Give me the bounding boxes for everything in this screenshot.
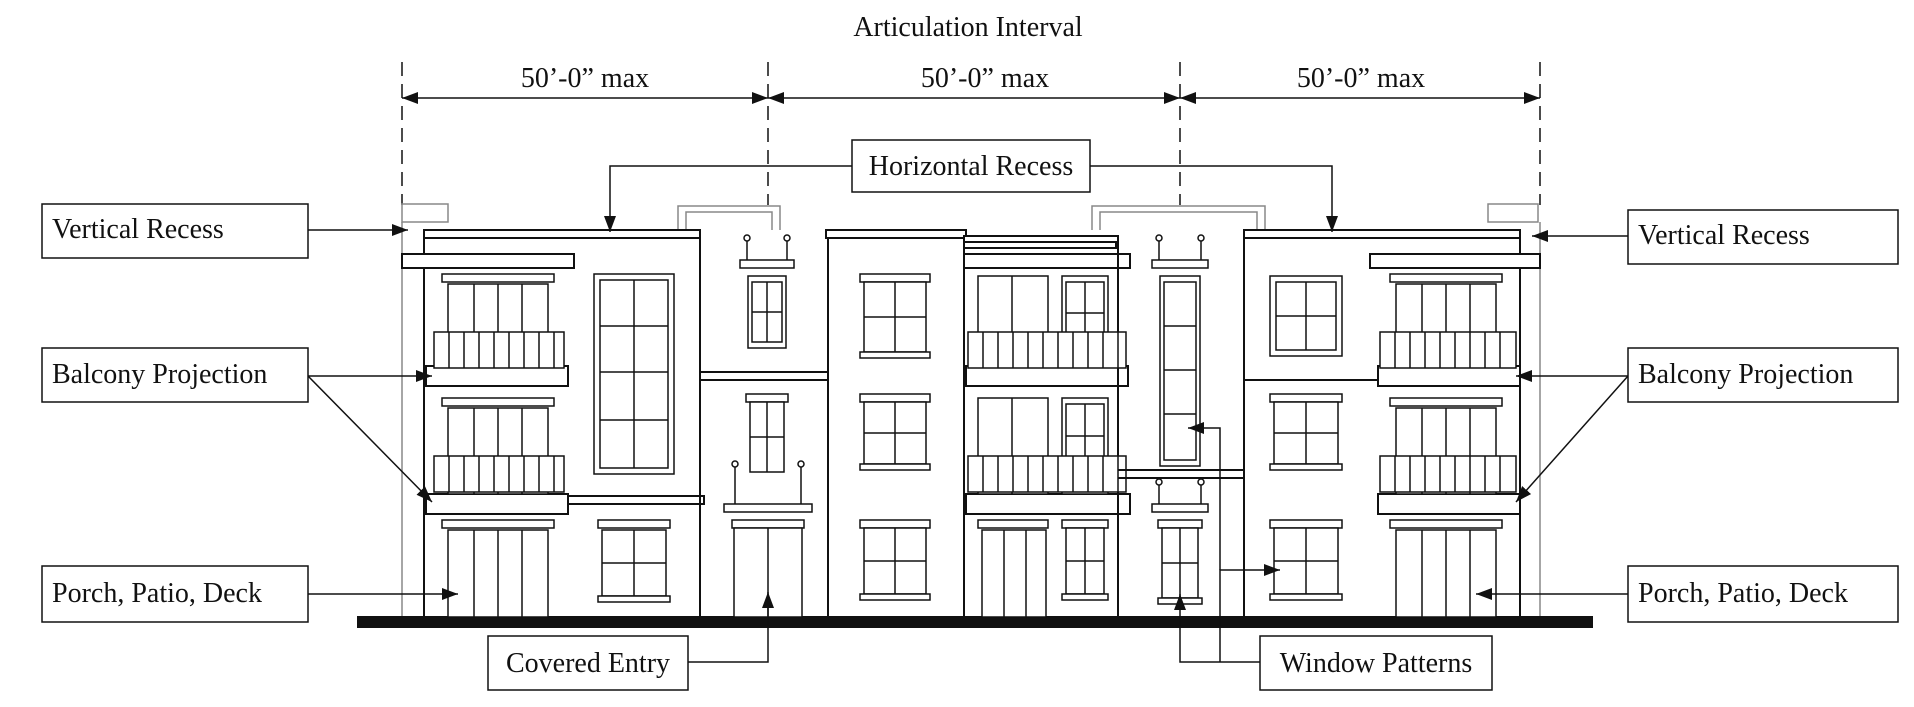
callout-label: Balcony Projection xyxy=(1638,359,1853,390)
callout-horizontal-recess: Horizontal Recess xyxy=(851,139,1091,193)
callout-label: Covered Entry xyxy=(506,648,670,679)
callout-covered-entry: Covered Entry xyxy=(487,635,689,691)
callout-window-patterns: Window Patterns xyxy=(1259,635,1493,691)
dimension-label: 50’-0” max xyxy=(1297,63,1425,94)
callout-porch-right: Porch, Patio, Deck xyxy=(1627,565,1899,623)
ground-line xyxy=(357,616,1593,628)
diagram-title: Articulation Interval xyxy=(853,12,1083,43)
callout-label: Balcony Projection xyxy=(52,359,267,390)
callout-label: Vertical Recess xyxy=(1638,220,1810,251)
callout-porch-left: Porch, Patio, Deck xyxy=(41,565,309,623)
building-elevation xyxy=(357,203,1593,628)
dimension-lines xyxy=(401,62,1541,205)
callout-label: Window Patterns xyxy=(1280,648,1473,679)
callout-vertical-recess-right: Vertical Recess xyxy=(1627,209,1899,265)
callout-vertical-recess-left: Vertical Recess xyxy=(41,203,309,259)
dimension-label: 50’-0” max xyxy=(521,63,649,94)
callout-label: Vertical Recess xyxy=(52,214,224,245)
callout-leaders xyxy=(307,165,1629,663)
callout-balcony-projection-right: Balcony Projection xyxy=(1627,347,1899,403)
callout-label: Horizontal Recess xyxy=(869,151,1074,182)
callout-balcony-projection-left: Balcony Projection xyxy=(41,347,309,403)
dimension-label: 50’-0” max xyxy=(921,63,1049,94)
callout-label: Porch, Patio, Deck xyxy=(1638,578,1848,609)
callout-label: Porch, Patio, Deck xyxy=(52,578,262,609)
